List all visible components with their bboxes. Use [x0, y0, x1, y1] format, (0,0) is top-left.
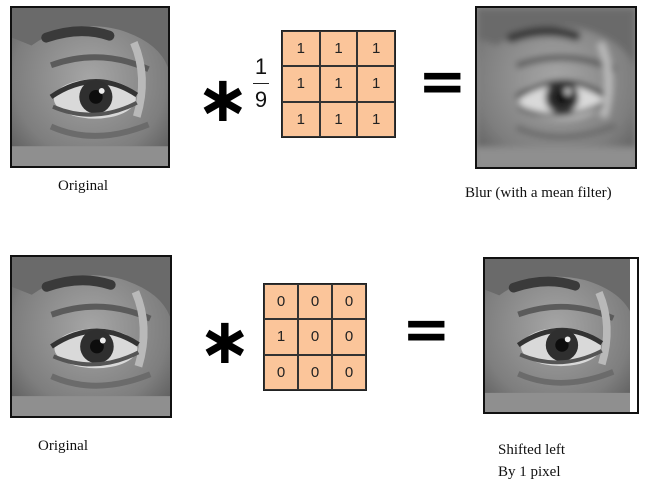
kernel-cell: 1 [282, 31, 320, 67]
caption-blur: Blur (with a mean filter) [465, 185, 612, 201]
caption-shifted: Shifted left By 1 pixel [498, 440, 565, 484]
equals-sign-bottom: = [402, 295, 451, 363]
kernel-cell: 1 [282, 66, 320, 102]
caption-shifted-line2: By 1 pixel [498, 463, 561, 480]
kernel-cell: 0 [298, 284, 332, 320]
fraction-bar [253, 83, 269, 84]
eye-photo [12, 257, 170, 416]
shift-edge-strip [630, 259, 637, 412]
kernel-cell: 0 [332, 284, 366, 320]
caption-original-bottom: Original [38, 438, 88, 454]
shift-kernel: 0 0 0 1 0 0 0 0 0 [263, 283, 367, 391]
kernel-cell: 1 [264, 319, 298, 355]
kernel-cell: 0 [332, 319, 366, 355]
kernel-cell: 1 [282, 101, 320, 137]
kernel-cell: 0 [298, 354, 332, 390]
kernel-cell: 1 [357, 31, 395, 67]
fraction-numerator: 1 [254, 54, 268, 79]
original-image-bottom [10, 255, 172, 418]
blurred-eye-photo [477, 8, 635, 167]
kernel-cell: 1 [319, 101, 358, 137]
kernel-cell: 0 [264, 354, 298, 390]
equals-sign-top: = [418, 47, 467, 115]
eye-photo [12, 8, 168, 166]
blurred-image [475, 6, 637, 169]
caption-shifted-line1: Shifted left [498, 442, 566, 458]
mean-filter-kernel: 1 1 1 1 1 1 1 1 1 [281, 30, 396, 138]
kernel-cell: 1 [357, 101, 395, 137]
kernel-cell: 0 [264, 284, 298, 320]
caption-original-top: Original [58, 178, 108, 194]
kernel-cell: 1 [319, 31, 358, 67]
normalization-fraction: 1 9 [253, 54, 269, 113]
shifted-eye-photo [485, 259, 637, 412]
kernel-cell: 1 [357, 66, 395, 102]
kernel-cell: 1 [319, 66, 358, 102]
shifted-image [483, 257, 639, 414]
kernel-cell: 0 [332, 354, 366, 390]
kernel-cell: 0 [298, 319, 332, 355]
convolution-operator-bottom: ∗ [198, 305, 252, 379]
fraction-denominator: 9 [254, 87, 268, 112]
convolution-operator-top: ∗ [196, 63, 250, 137]
original-image-top [10, 6, 170, 168]
